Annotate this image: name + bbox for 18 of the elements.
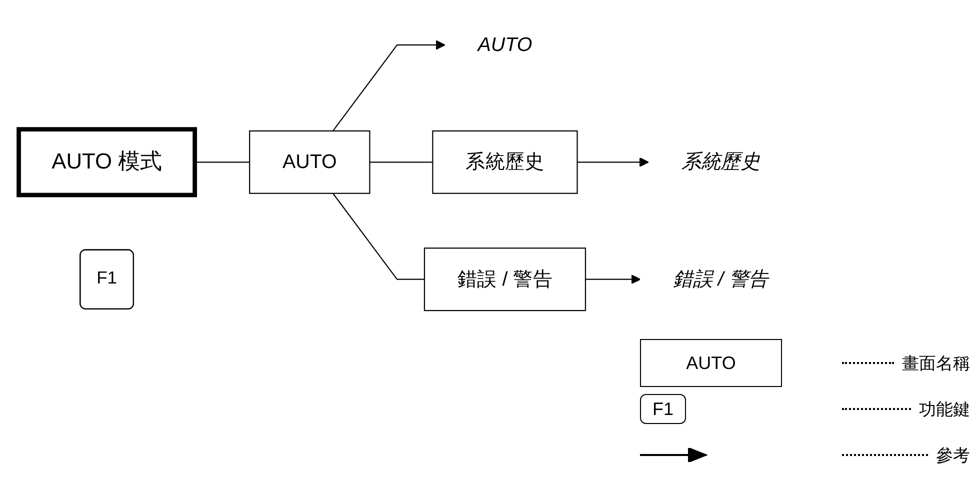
node-box: 錯誤 / 警告 (424, 248, 586, 312)
node-text: AUTO (478, 33, 532, 56)
legend-text: 參考 (936, 444, 970, 466)
node-box: AUTO (249, 130, 370, 194)
legend-text: 功能鍵 (919, 398, 970, 420)
arrow (585, 274, 641, 284)
arrow (577, 157, 649, 167)
arrow (332, 40, 446, 132)
node-box: 系統歷史 (432, 130, 578, 194)
node-text: 系統歷史 (681, 150, 760, 173)
connector (332, 193, 424, 280)
node-box: AUTO 模式 (16, 127, 198, 198)
screen-name-sample: AUTO (640, 339, 782, 387)
connector (370, 162, 433, 163)
connector (194, 162, 250, 163)
legend-text: 畫面名稱 (902, 352, 970, 374)
function-key-sample: F1 (640, 394, 686, 424)
node-text: 錯誤 / 警告 (673, 268, 768, 290)
